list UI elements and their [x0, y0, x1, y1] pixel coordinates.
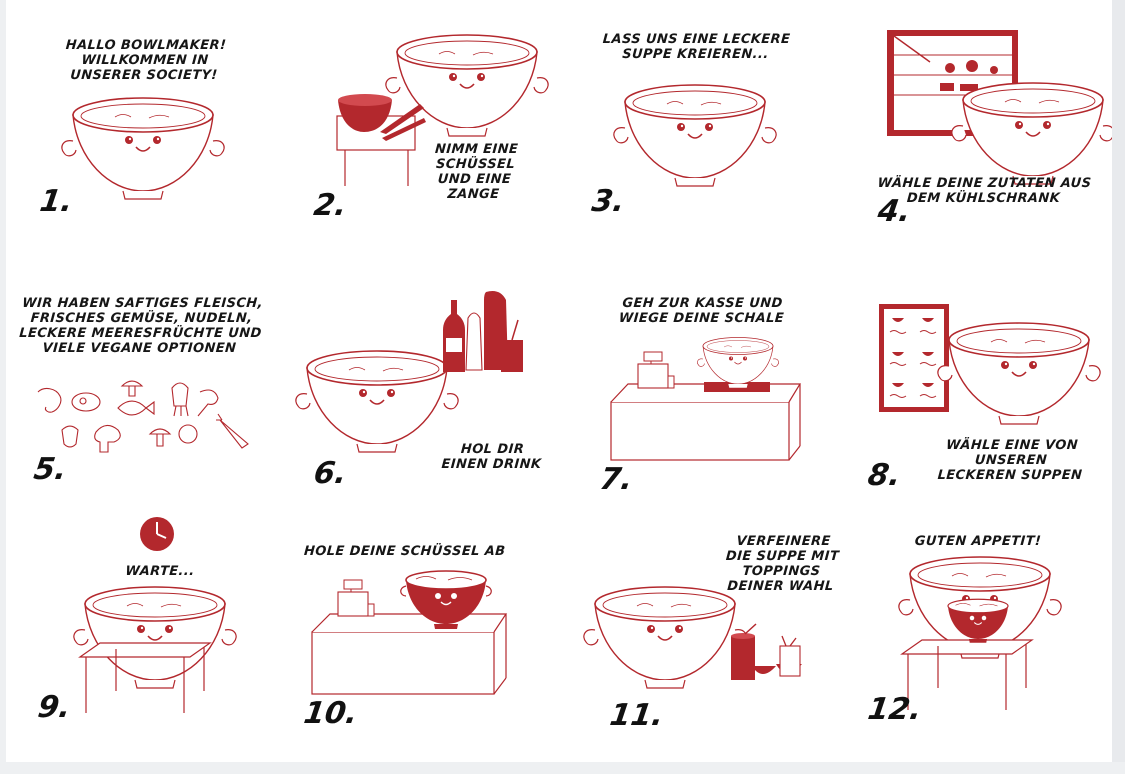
step9-clock: [140, 517, 174, 551]
step7-number: 7.: [597, 462, 635, 497]
step9-caption: WARTE...: [99, 564, 220, 579]
step7-mascot: [697, 337, 779, 389]
step11-caption-text: VERFEINERE DIE SUPPE MIT TOPPINGS DEINER…: [725, 534, 840, 594]
step12-caption: GUTEN APPETIT!: [899, 534, 1056, 549]
step3-caption: LASS UNS EINE LECKERE SUPPE KREIEREN...: [575, 32, 817, 62]
step2-side-table: [336, 94, 426, 186]
step8-caption-text: WÄHLE EINE VON UNSEREN LECKEREN SUPPEN: [937, 438, 1083, 483]
step2-caption: NIMM EINE SCHÜSSEL UND EINE ZANGE: [414, 142, 536, 202]
step10-counter: [311, 570, 508, 695]
step9-caption-text: WARTE...: [124, 564, 196, 579]
step1-caption-text: HALLO BOWLMAKER! WILLKOMMEN IN UNSERER S…: [65, 38, 227, 83]
step1-caption: HALLO BOWLMAKER! WILLKOMMEN IN UNSERER S…: [28, 38, 261, 83]
step6-mascot: [295, 350, 459, 453]
step1-mascot: [61, 97, 225, 200]
viewer-scrollbar[interactable]: [1112, 0, 1125, 774]
step5-number: 5.: [31, 452, 69, 487]
step5-caption: WIR HABEN SAFTIGES FLEISCH, FRISCHES GEM…: [8, 296, 274, 356]
step10-caption-text: HOLE DEINE SCHÜSSEL AB: [303, 544, 507, 559]
step3-mascot: [613, 84, 777, 187]
step6-number: 6.: [311, 456, 349, 491]
step2-caption-text: NIMM EINE SCHÜSSEL UND EINE ZANGE: [434, 142, 519, 202]
step7-counter: [610, 351, 802, 461]
step10-number: 10.: [301, 696, 360, 731]
step9-mascot: [73, 586, 237, 689]
step8-mascot: [937, 322, 1101, 425]
step2-number: 2.: [311, 188, 349, 223]
step7-caption: GEH ZUR KASSE UND WIEGE DEINE SCHALE: [591, 296, 813, 326]
step6-caption: HOL DIR EINEN DRINK: [431, 442, 553, 472]
step11-toppings: [731, 623, 802, 680]
step9-number: 9.: [35, 690, 73, 725]
step11-number: 11.: [607, 698, 666, 733]
step8-menu-board: [879, 304, 949, 412]
illustration-layer: [37, 30, 1112, 714]
step12-number: 12.: [865, 692, 924, 727]
step4-mascot: [951, 82, 1112, 185]
viewer-frame-left: [0, 0, 6, 774]
step11-caption: VERFEINERE DIE SUPPE MIT TOPPINGS DEINER…: [712, 534, 852, 594]
step6-caption-text: HOL DIR EINEN DRINK: [440, 442, 542, 472]
viewer-frame-bottom: [0, 762, 1125, 774]
step3-caption-text: LASS UNS EINE LECKERE SUPPE KREIEREN...: [602, 32, 791, 62]
step6-drinks: [443, 291, 523, 372]
step12-caption-text: GUTEN APPETIT!: [914, 534, 1042, 549]
step8-caption: WÄHLE EINE VON UNSEREN LECKEREN SUPPEN: [914, 438, 1107, 483]
step7-caption-text: GEH ZUR KASSE UND WIEGE DEINE SCHALE: [618, 296, 785, 326]
step1-number: 1.: [37, 184, 75, 219]
step10-caption: HOLE DEINE SCHÜSSEL AB: [303, 544, 534, 559]
step5-caption-text: WIR HABEN SAFTIGES FLEISCH, FRISCHES GEM…: [18, 296, 264, 356]
step5-food-icons: [37, 380, 249, 453]
step11-mascot: [583, 586, 747, 689]
step4-number: 4.: [875, 194, 913, 229]
step8-number: 8.: [865, 458, 903, 493]
step3-number: 3.: [589, 184, 627, 219]
